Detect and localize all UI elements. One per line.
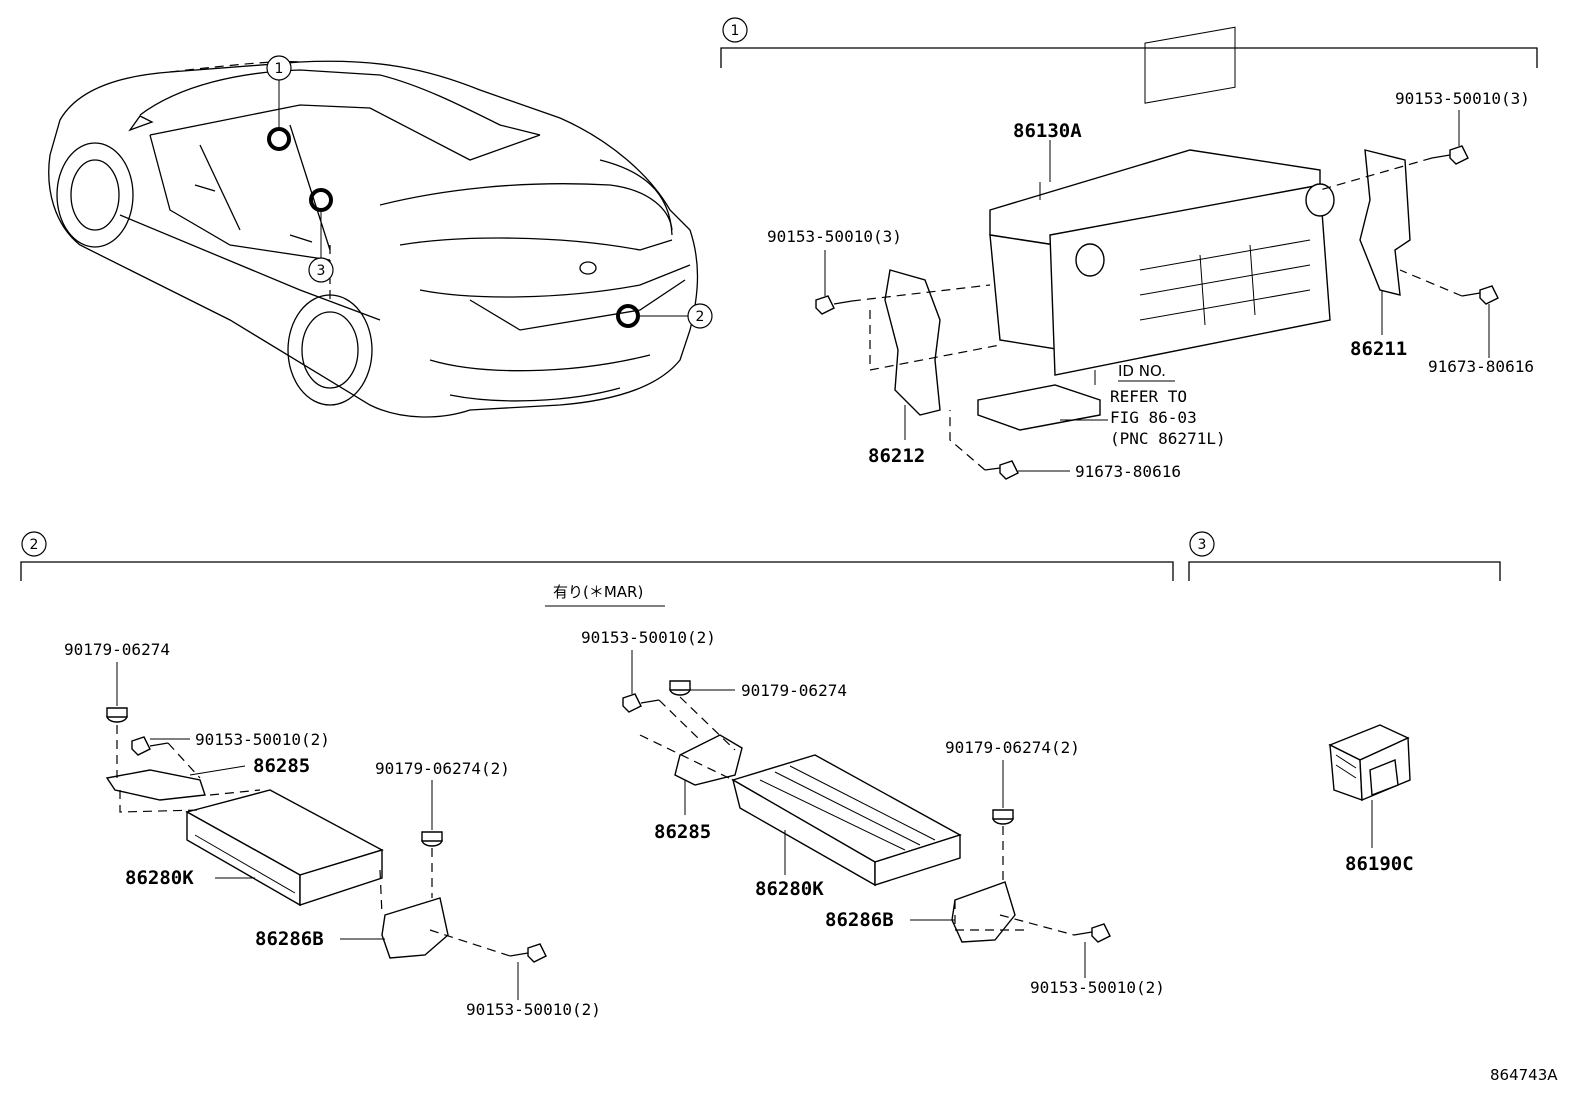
head-unit xyxy=(990,27,1334,375)
label-refer-line-1: REFER TO xyxy=(1110,387,1187,406)
label-screw-left: 90153-50010(3) xyxy=(767,227,902,246)
callout-text-3: 3 xyxy=(317,263,326,279)
location-marker-1 xyxy=(269,129,289,149)
label-refer-line-2: FIG 86-03 xyxy=(1110,408,1197,427)
label-right-screw-top: 90153-50010(2) xyxy=(581,628,716,647)
bracket-86212 xyxy=(885,270,940,415)
label-variant-note: 有り(＊MAR) xyxy=(553,583,643,601)
callout-circle-1 xyxy=(267,56,291,80)
label-right-screw-bottom: 90153-50010(2) xyxy=(1030,978,1165,997)
label-left-bracket-top: 86285 xyxy=(253,755,310,777)
screw-right-top xyxy=(1432,146,1468,164)
module-86190C xyxy=(1330,725,1410,800)
nut-right-right xyxy=(993,810,1013,824)
label-id-no: ID NO. xyxy=(1118,362,1166,380)
label-left-bracket-bottom: 86286B xyxy=(255,928,324,950)
section-3-bracket-line xyxy=(1189,562,1500,581)
callout-text-2: 2 xyxy=(696,309,705,325)
nut-left-right xyxy=(422,832,442,846)
section-2: 2 有り(＊MAR) 90179-06274 90153-50010(2) 86… xyxy=(21,532,1173,1019)
bracket-left-86285 xyxy=(107,770,205,800)
bolt-bottom xyxy=(985,461,1018,479)
label-left-screw-top: 90153-50010(2) xyxy=(195,730,330,749)
label-right-nut-right: 90179-06274(2) xyxy=(945,738,1080,757)
section-1-bracket-line xyxy=(721,48,1537,68)
label-bolt-bottom: 91673-80616 xyxy=(1075,462,1181,481)
amplifier-right xyxy=(733,755,960,885)
label-module-86190C: 86190C xyxy=(1345,853,1414,875)
nut-left-top xyxy=(107,708,127,722)
screw-right-top-2 xyxy=(623,694,659,712)
label-left-nut-top: 90179-06274 xyxy=(64,640,170,659)
location-marker-2 xyxy=(618,306,638,326)
screw-left-top xyxy=(132,737,168,755)
bracket-right-86286B xyxy=(952,882,1015,942)
callout-circle-2 xyxy=(688,304,712,328)
label-left-amplifier: 86280K xyxy=(125,867,194,889)
label-bracket-86212: 86212 xyxy=(868,445,925,467)
bracket-86211 xyxy=(1360,150,1410,295)
label-right-bracket-bottom: 86286B xyxy=(825,909,894,931)
label-left-nut-right: 90179-06274(2) xyxy=(375,759,510,778)
label-bracket-86211: 86211 xyxy=(1350,338,1407,360)
screw-right-bottom xyxy=(1074,924,1110,942)
section-1: 1 86130A 86211 86212 xyxy=(721,18,1537,481)
label-bolt-right: 91673-80616 xyxy=(1428,357,1534,376)
screw-left xyxy=(816,296,852,314)
vehicle-illustration xyxy=(49,61,698,417)
label-right-amplifier: 86280K xyxy=(755,878,824,900)
bracket-left-86286B xyxy=(382,898,448,958)
right-assembly: 90153-50010(2) 90179-06274 86285 xyxy=(581,628,1165,997)
left-assembly: 90179-06274 90153-50010(2) 86285 86280K xyxy=(64,640,601,1019)
label-refer-line-3: (PNC 86271L) xyxy=(1110,429,1226,448)
section-marker-3: 3 xyxy=(1198,537,1207,553)
label-right-bracket-top: 86285 xyxy=(654,821,711,843)
section-3: 3 86190C xyxy=(1189,532,1500,875)
label-left-screw-bottom: 90153-50010(2) xyxy=(466,1000,601,1019)
bracket-right-86285 xyxy=(675,735,742,785)
location-markers: 1 3 2 xyxy=(267,56,712,328)
callout-text-1: 1 xyxy=(275,61,284,77)
bolt-right xyxy=(1462,286,1498,304)
id-plate xyxy=(978,385,1100,430)
figure-id: 864743A xyxy=(1490,1066,1558,1084)
amplifier-left xyxy=(187,790,382,905)
section-marker-1: 1 xyxy=(731,23,740,39)
callout-circle-3 xyxy=(309,258,333,282)
section-marker-2: 2 xyxy=(30,537,39,553)
label-head-unit: 86130A xyxy=(1013,120,1082,142)
nut-right-top xyxy=(670,681,690,695)
label-right-nut-top: 90179-06274 xyxy=(741,681,847,700)
label-screw-right: 90153-50010(3) xyxy=(1395,89,1530,108)
section-2-bracket-line xyxy=(21,562,1173,581)
screw-left-bottom xyxy=(510,944,546,962)
